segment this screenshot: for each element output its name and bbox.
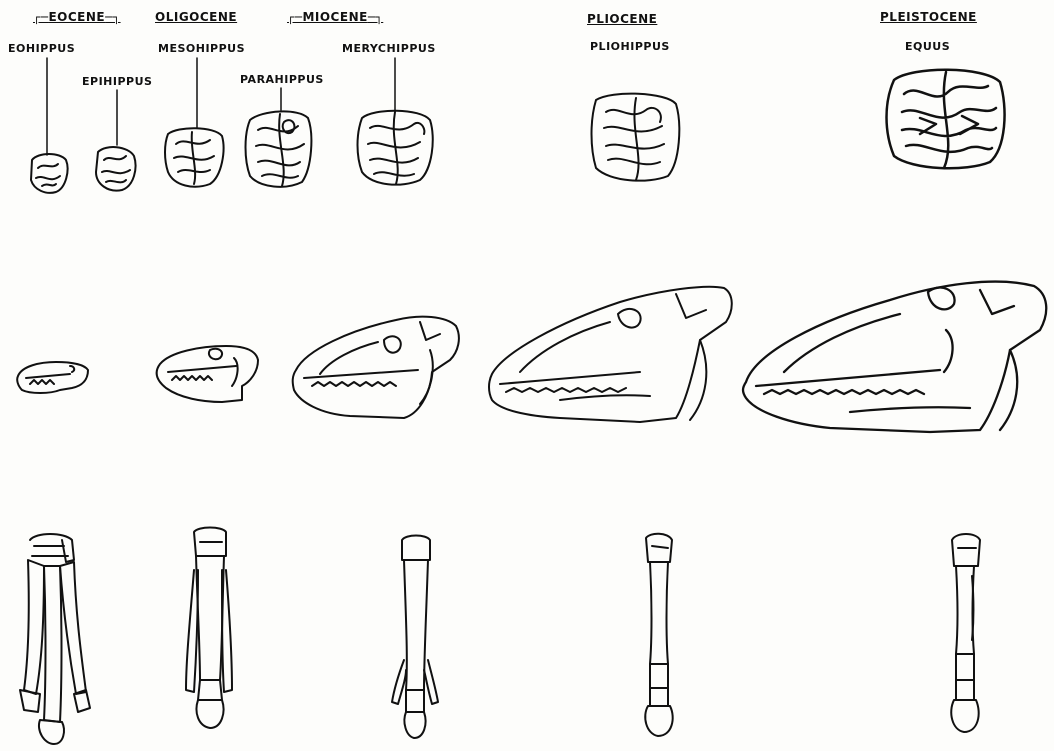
skull-eohippus (17, 362, 88, 393)
foot-eohippus (20, 534, 90, 744)
skull-mesohippus (293, 317, 459, 418)
tooth-merychippus (358, 111, 433, 185)
skull-equus (743, 282, 1046, 432)
tooth-epihippus (96, 147, 136, 191)
leader-lines (47, 58, 395, 155)
foot-merychippus (392, 536, 438, 739)
skull-merychippus (489, 287, 732, 422)
tooth-pliohippus (592, 94, 680, 181)
skull-epihippus (157, 346, 258, 402)
tooth-parahippus (246, 111, 312, 186)
tooth-mesohippus (165, 128, 224, 186)
tooth-equus (887, 70, 1005, 169)
tooth-eohippus (31, 154, 68, 193)
foot-equus (951, 534, 980, 732)
foot-pliohippus (645, 534, 672, 736)
foot-mesohippus (186, 528, 232, 729)
